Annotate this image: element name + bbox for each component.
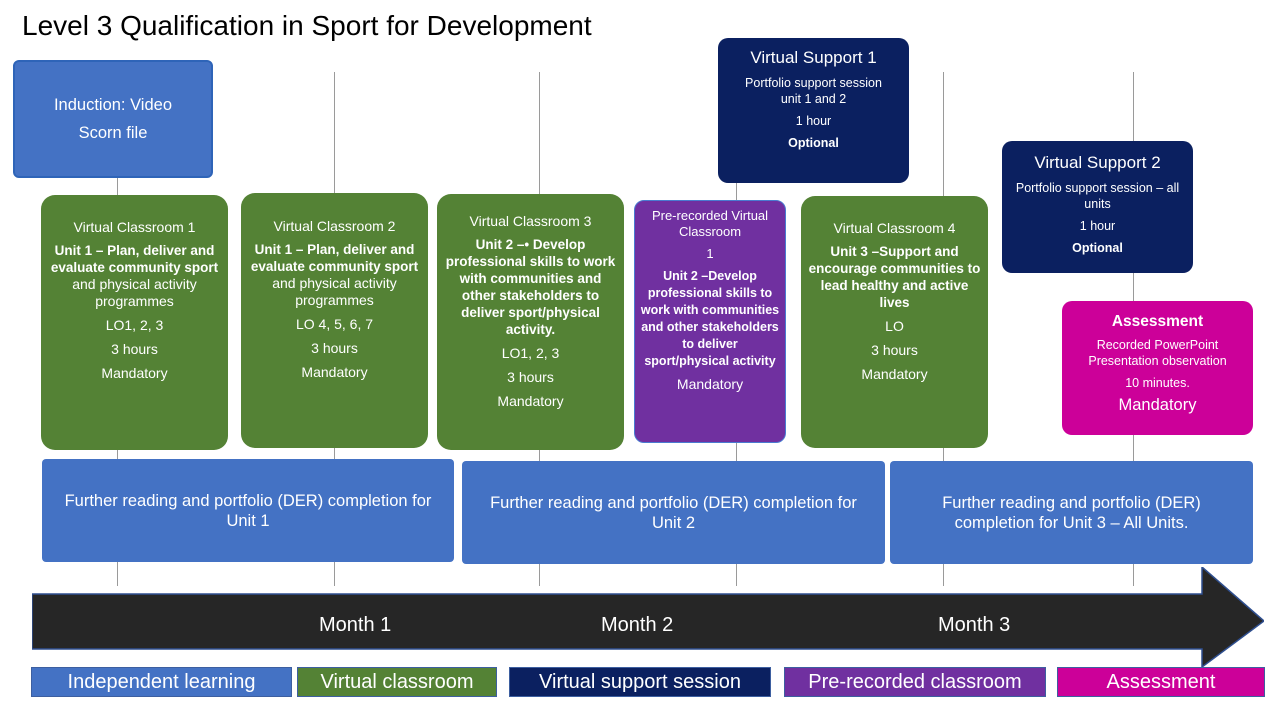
virtual-classroom-4-box: Virtual Classroom 4 Unit 3 –Support and … (801, 196, 988, 448)
virtual-classroom-1-status: Mandatory (101, 365, 168, 381)
virtual-support-1-desc: Portfolio support session unit 1 and 2 (745, 76, 882, 106)
virtual-support-2-status: Optional (1072, 241, 1123, 255)
virtual-classroom-2-duration: 3 hours (311, 340, 358, 356)
virtual-classroom-2-lo: LO 4, 5, 6, 7 (295, 316, 374, 332)
virtual-support-1-status: Optional (788, 136, 839, 150)
virtual-classroom-3-status: Mandatory (497, 393, 564, 409)
virtual-classroom-1-unit-rest: and physical activity programmes (72, 276, 197, 309)
assessment-box: Assessment Recorded PowerPoint Presentat… (1062, 301, 1253, 435)
virtual-classroom-1-box: Virtual Classroom 1 Unit 1 – Plan, deliv… (41, 195, 228, 450)
virtual-classroom-1-title: Virtual Classroom 1 (73, 219, 196, 235)
virtual-support-1-title: Virtual Support 1 (750, 48, 877, 67)
timeline-arrow (32, 567, 1264, 667)
virtual-classroom-4-lo: LO (885, 318, 904, 334)
further-reading-unit-3-text: Further reading and portfolio (DER) comp… (942, 493, 1201, 532)
assessment-status: Mandatory (1118, 396, 1197, 414)
assessment-duration: 10 minutes. (1125, 376, 1190, 390)
virtual-support-1-duration: 1 hour (795, 114, 832, 128)
virtual-support-2-title: Virtual Support 2 (1034, 153, 1161, 172)
virtual-classroom-4-unit: Unit 3 –Support and encourage communitie… (808, 244, 981, 310)
virtual-support-2-desc: Portfolio support session – all units (1015, 181, 1180, 211)
virtual-classroom-3-unit: Unit 2 –• Develop professional skills to… (445, 237, 616, 337)
legend-prerecorded-classroom: Pre-recorded classroom (784, 667, 1046, 697)
timeline-arrow-shape (32, 567, 1264, 667)
legend-assessment: Assessment (1057, 667, 1265, 697)
virtual-classroom-3-title: Virtual Classroom 3 (469, 213, 592, 229)
virtual-classroom-2-status: Mandatory (301, 364, 368, 380)
virtual-classroom-3-box: Virtual Classroom 3 Unit 2 –• Develop pr… (437, 194, 624, 450)
legend-virtual-classroom: Virtual classroom (297, 667, 497, 697)
induction-line1: Induction: Video (53, 96, 173, 114)
virtual-classroom-1-lo: LO1, 2, 3 (105, 317, 164, 333)
induction-line2: Scorn file (78, 124, 148, 142)
virtual-classroom-3-lo: LO1, 2, 3 (501, 345, 560, 361)
further-reading-unit-1: Further reading and portfolio (DER) comp… (42, 459, 454, 562)
virtual-support-1-box: Virtual Support 1 Portfolio support sess… (718, 38, 909, 183)
assessment-title: Assessment (1111, 313, 1204, 330)
virtual-classroom-2-box: Virtual Classroom 2 Unit 1 – Plan, deliv… (241, 193, 428, 448)
further-reading-unit-2-text: Further reading and portfolio (DER) comp… (490, 493, 857, 532)
virtual-classroom-2-title: Virtual Classroom 2 (273, 218, 396, 234)
month-1-label: Month 1 (319, 614, 392, 636)
prerecorded-status: Mandatory (676, 376, 744, 392)
further-reading-unit-1-text: Further reading and portfolio (DER) comp… (64, 491, 432, 530)
virtual-classroom-1-unit: Unit 1 – Plan, deliver and evaluate comm… (50, 243, 219, 275)
page-title: Level 3 Qualification in Sport for Devel… (22, 10, 592, 41)
virtual-support-2-duration: 1 hour (1079, 219, 1116, 233)
prerecorded-classroom-box: Pre-recorded Virtual Classroom 1 Unit 2 … (634, 200, 786, 443)
legend-independent-learning: Independent learning (31, 667, 292, 697)
prerecorded-unit: Unit 2 –Develop professional skills to w… (640, 269, 780, 368)
month-3-label: Month 3 (938, 614, 1011, 636)
virtual-support-2-box: Virtual Support 2 Portfolio support sess… (1002, 141, 1193, 273)
virtual-classroom-4-duration: 3 hours (871, 342, 918, 358)
further-reading-unit-2: Further reading and portfolio (DER) comp… (462, 461, 885, 564)
virtual-classroom-4-status: Mandatory (861, 366, 928, 382)
assessment-desc: Recorded PowerPoint Presentation observa… (1088, 338, 1227, 368)
virtual-classroom-1-duration: 3 hours (111, 341, 158, 357)
virtual-classroom-4-title: Virtual Classroom 4 (833, 220, 956, 236)
month-2-label: Month 2 (601, 614, 674, 636)
virtual-classroom-3-duration: 3 hours (507, 369, 554, 385)
virtual-classroom-2-unit: Unit 1 – Plan, deliver and evaluate comm… (250, 242, 419, 274)
further-reading-unit-3: Further reading and portfolio (DER) comp… (890, 461, 1253, 564)
legend-virtual-support-session: Virtual support session (509, 667, 771, 697)
prerecorded-number: 1 (706, 246, 714, 261)
prerecorded-title: Pre-recorded Virtual Classroom (651, 208, 769, 239)
induction-box: Induction: Video Scorn file (13, 60, 213, 178)
virtual-classroom-2-unit-rest: and physical activity programmes (272, 275, 397, 308)
